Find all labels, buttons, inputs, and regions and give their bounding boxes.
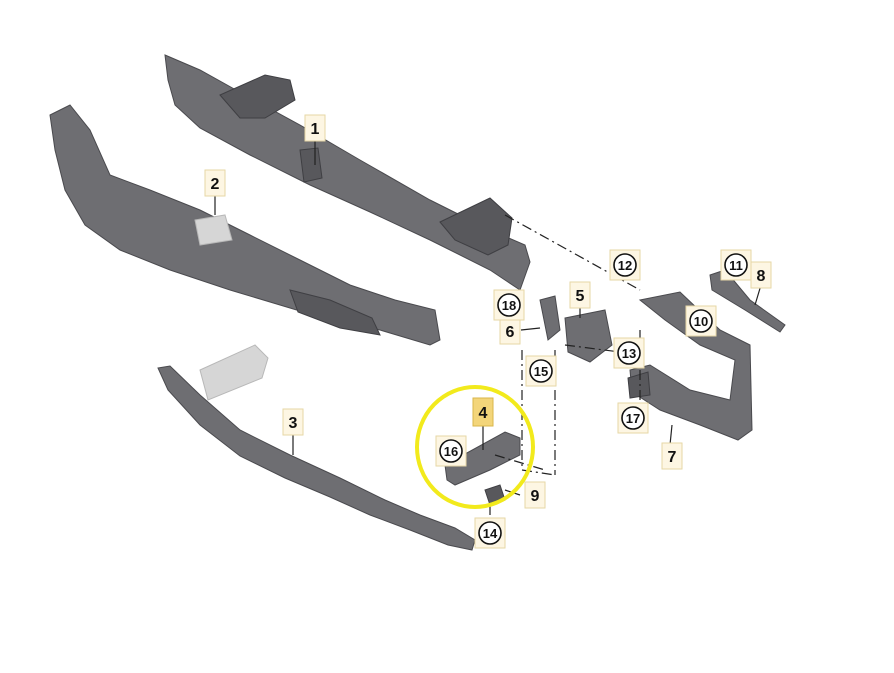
part-7-side-frame xyxy=(627,291,753,441)
callout-16[interactable]: 16 xyxy=(435,435,467,467)
callout-17[interactable]: 17 xyxy=(617,402,649,434)
callout-17-text: 17 xyxy=(626,411,640,426)
callout-13[interactable]: 13 xyxy=(613,337,645,369)
label-2[interactable]: 2 xyxy=(204,169,226,197)
label-5[interactable]: 5 xyxy=(569,281,591,309)
callout-18-text: 18 xyxy=(502,298,516,313)
label-7[interactable]: 7 xyxy=(661,442,683,470)
callout-15-text: 15 xyxy=(534,364,548,379)
callout-11-text: 11 xyxy=(729,258,743,273)
callout-18[interactable]: 18 xyxy=(493,289,525,321)
label-8[interactable]: 8 xyxy=(750,261,772,289)
callout-10-text: 10 xyxy=(694,314,708,329)
label-1[interactable]: 1 xyxy=(304,114,326,142)
label-1-text: 1 xyxy=(311,121,320,138)
part-1-bumper-carrier xyxy=(164,54,531,291)
label-7-text: 7 xyxy=(668,449,677,466)
label-2-text: 2 xyxy=(211,176,220,193)
callout-12[interactable]: 12 xyxy=(609,249,641,281)
callout-10[interactable]: 10 xyxy=(685,305,717,337)
highlight-ring xyxy=(415,385,535,509)
label-4[interactable]: 4 xyxy=(472,397,494,427)
callout-11[interactable]: 11 xyxy=(720,249,752,281)
callout-16-text: 16 xyxy=(444,444,458,459)
label-6[interactable]: 6 xyxy=(499,317,521,345)
label-8-text: 8 xyxy=(757,268,766,285)
callout-14-text: 14 xyxy=(483,526,498,541)
label-5-text: 5 xyxy=(576,288,585,305)
callout-12-text: 12 xyxy=(618,258,632,273)
label-6-text: 6 xyxy=(506,324,515,341)
callout-15[interactable]: 15 xyxy=(525,355,557,387)
label-3[interactable]: 3 xyxy=(282,408,304,436)
part-2-energy-absorber xyxy=(49,104,441,346)
part-3-lower-strip xyxy=(157,344,476,551)
label-9-text: 9 xyxy=(531,488,540,505)
label-4-text: 4 xyxy=(479,405,488,422)
callout-13-text: 13 xyxy=(622,346,636,361)
label-3-text: 3 xyxy=(289,415,298,432)
label-9[interactable]: 9 xyxy=(524,481,546,509)
callout-14[interactable]: 14 xyxy=(474,517,506,549)
